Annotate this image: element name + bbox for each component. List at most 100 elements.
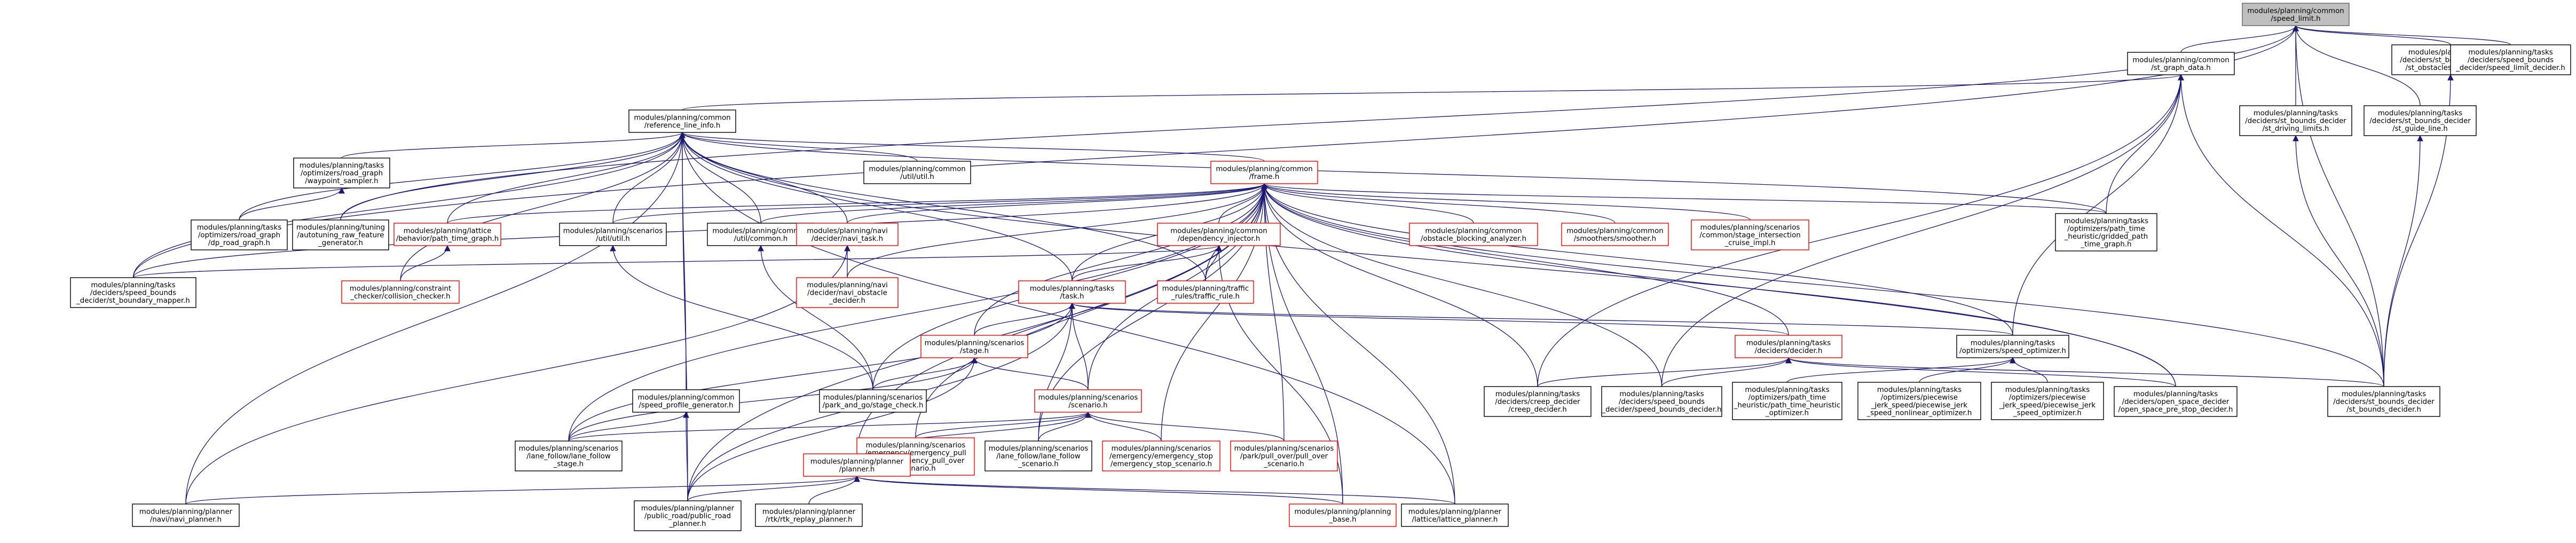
node-util-h[interactable]: modules/planning/common/util/util.h [863, 161, 971, 184]
node-label-line: modules/planning/scenarios [866, 442, 966, 450]
node-label-line: modules/planning/common [2132, 56, 2229, 64]
node-lattice-planner[interactable]: modules/planning/planner/lattice/lattice… [1401, 503, 1509, 527]
node-navi-planner[interactable]: modules/planning/planner/navi/navi_plann… [132, 503, 240, 527]
node-lane-follow-stage[interactable]: modules/planning/scenarios/lane_follow/l… [515, 440, 623, 471]
node-label-line: /obstacle_blocking_analyzer.h [1421, 235, 1526, 243]
node-label-line: modules/planning/tasks [197, 224, 281, 232]
node-st-guide-line[interactable]: modules/planning/tasks/deciders/st_bound… [2364, 105, 2477, 136]
node-box [1857, 382, 1981, 420]
node-collision-checker[interactable]: modules/planning/constraint_checker/coll… [341, 280, 460, 304]
node-box [132, 503, 240, 527]
node-decider[interactable]: modules/planning/tasks/deciders/decider.… [1735, 335, 1842, 358]
node-label-line: /scenario.h [1068, 402, 1107, 410]
node-label-line: modules/planning/constraint [350, 285, 451, 293]
node-dp-road-graph[interactable]: modules/planning/tasks/optimizers/road_g… [191, 219, 288, 250]
node-navi-task[interactable]: modules/planning/navi/decider/navi_task.… [796, 223, 899, 246]
node-label-line: /optimizers/piecewise [1881, 394, 1958, 402]
node-planner[interactable]: modules/planning/planner/planner.h [803, 453, 911, 477]
edge-st_graph_data-to-st_bounds_decider [2178, 74, 2384, 387]
node-stage-intersection[interactable]: modules/planning/scenarios/common/stage_… [1691, 219, 1809, 250]
edges [132, 25, 2511, 505]
node-label-line: modules/planning/common [637, 394, 734, 402]
node-box [1157, 223, 1281, 246]
edge-ref_line_info-to-waypoint_sampler [341, 131, 686, 159]
edge-decider-to-open_space_pre_stop [1785, 357, 2176, 387]
node-dep-injector[interactable]: modules/planning/common/dependency_injec… [1157, 223, 1281, 246]
node-box [1034, 389, 1142, 413]
node-emergency-stop[interactable]: modules/planning/scenarios/emergency/eme… [1102, 440, 1220, 471]
node-st-graph-data[interactable]: modules/planning/common/st_graph_data.h [2127, 52, 2235, 75]
edge-dep_injector-to-traffic_rule [1205, 245, 1222, 281]
node-label-line: modules/planning/scenarios [519, 445, 619, 453]
node-task[interactable]: modules/planning/tasks/task.h [1018, 280, 1126, 304]
node-public-road[interactable]: modules/planning/planner/public_road/pub… [634, 500, 742, 531]
node-path-time-heuristic-opt[interactable]: modules/planning/tasks/optimizers/path_t… [1732, 382, 1842, 420]
node-lane-follow-scenario[interactable]: modules/planning/scenarios/lane_follow/l… [984, 440, 1092, 471]
edge-common_util-to-park_and_go [758, 245, 873, 390]
node-label-line: _rules/traffic_rule.h [1171, 293, 1240, 301]
node-label-line: modules/planning/tasks [91, 281, 175, 289]
node-label-line: _generator.h [318, 239, 363, 247]
node-box [920, 335, 1028, 358]
node-box [2127, 52, 2235, 75]
node-label-line: modules/planning/tasks [2133, 390, 2218, 398]
node-piecewise-speed[interactable]: modules/planning/tasks/optimizers/piecew… [1991, 382, 2104, 420]
node-scenario[interactable]: modules/planning/scenarios/scenario.h [1034, 389, 1142, 413]
node-rtk-replay[interactable]: modules/planning/planner/rtk/rtk_replay_… [755, 503, 863, 527]
edge-ref_line_info-to-common_util [679, 131, 761, 224]
node-st-driving-limits[interactable]: modules/planning/tasks/deciders/st_bound… [2239, 105, 2352, 136]
node-label-line: modules/planning/navi [807, 227, 888, 235]
node-box [2450, 44, 2571, 75]
edge-task-to-scenario [1069, 302, 1089, 390]
node-waypoint-sampler[interactable]: modules/planning/tasks/optimizers/road_g… [293, 158, 390, 188]
node-path-time-graph[interactable]: modules/planning/lattice/behavior/path_t… [393, 223, 501, 246]
edge-ref_line_info-to-dp_road_graph [239, 131, 686, 221]
edge-frame-to-path_time_graph [447, 183, 1267, 224]
node-speed-bounds-decider[interactable]: modules/planning/tasks/deciders/speed_bo… [1601, 386, 1722, 417]
edge-st_guide_line-to-st_bounds_decider [2383, 135, 2423, 387]
node-box [70, 277, 196, 308]
edge-frame-to-creep_decider [1261, 183, 1538, 387]
node-label-line: modules/planning/common [1566, 227, 1663, 235]
node-traffic-rule[interactable]: modules/planning/traffic_rules/traffic_r… [1157, 280, 1254, 304]
node-ref-line-info[interactable]: modules/planning/common/reference_line_i… [628, 109, 736, 133]
node-label-line: _heuristic/path_time_heuristic [1734, 402, 1840, 410]
node-st-boundary-mapper[interactable]: modules/planning/tasks/deciders/speed_bo… [70, 277, 196, 308]
node-speed-limit-decider[interactable]: modules/planning/tasks/deciders/speed_bo… [2450, 44, 2571, 75]
node-st-bounds-decider[interactable]: modules/planning/tasks/deciders/st_bound… [2327, 386, 2440, 417]
node-label-line: /lane_follow/lane_follow [996, 453, 1081, 461]
node-navi-obstacle[interactable]: modules/planning/navi/decider/navi_obsta… [796, 277, 899, 308]
node-label-line: _jerk_speed/piecewise_jerk [1999, 402, 2096, 410]
node-speed-optimizer[interactable]: modules/planning/tasks/optimizers/speed_… [1956, 335, 2069, 358]
node-stage[interactable]: modules/planning/scenarios/stage.h [920, 335, 1028, 358]
node-open-space-pre-stop[interactable]: modules/planning/tasks/deciders/open_spa… [2114, 386, 2238, 417]
node-pull-over[interactable]: modules/planning/scenarios/park/pull_ove… [1230, 440, 1338, 471]
node-scen-util[interactable]: modules/planning/scenarios/util/util.h [559, 223, 667, 246]
node-label-line: /task.h [1060, 293, 1084, 301]
edge-frame-to-st_bounds_decider [1261, 183, 2384, 387]
node-autotuning[interactable]: modules/planning/tuning/autotuning_raw_f… [292, 219, 389, 250]
node-label-line: modules/planning/tasks [2254, 109, 2338, 117]
node-speed-limit[interactable]: modules/planning/common/speed_limit.h [2242, 3, 2350, 26]
node-label-line: /planner.h [839, 466, 875, 474]
node-label-line: _time_graph.h [2081, 240, 2132, 248]
node-box [796, 223, 899, 246]
node-gridded-path[interactable]: modules/planning/tasks/optimizers/path_t… [2055, 213, 2157, 251]
node-smoother[interactable]: modules/planning/common/smoothers/smooth… [1561, 223, 1669, 246]
node-label-line: modules/planning/scenarios [989, 445, 1089, 453]
node-park-and-go[interactable]: modules/planning/scenarios/park_and_go/s… [819, 389, 927, 413]
node-label-line: /deciders/st_bounds_decider [2369, 117, 2471, 125]
node-speed-profile-gen[interactable]: modules/planning/common/speed_profile_ge… [632, 389, 740, 413]
node-frame[interactable]: modules/planning/common/frame.h [1210, 161, 1318, 184]
node-label-line: _stage.h [553, 460, 584, 468]
node-piecewise-nonlinear[interactable]: modules/planning/tasks/optimizers/piecew… [1857, 382, 1981, 420]
node-label-line: /deciders/creep_decider [1495, 398, 1580, 406]
node-planning-base[interactable]: modules/planning/planning_base.h [1289, 503, 1397, 527]
node-label-line: modules/planning/tuning [296, 224, 385, 232]
node-creep-decider[interactable]: modules/planning/tasks/deciders/creep_de… [1484, 386, 1592, 417]
edge-scen_util-to-park_and_go [610, 245, 873, 390]
node-label-line: modules/planning/scenarios [1700, 224, 1800, 232]
node-obs-blocking[interactable]: modules/planning/common/obstacle_blockin… [1409, 223, 1538, 246]
node-label-line: /stage.h [960, 347, 989, 355]
edge-decider-to-st_bounds_decider [1785, 357, 2384, 387]
